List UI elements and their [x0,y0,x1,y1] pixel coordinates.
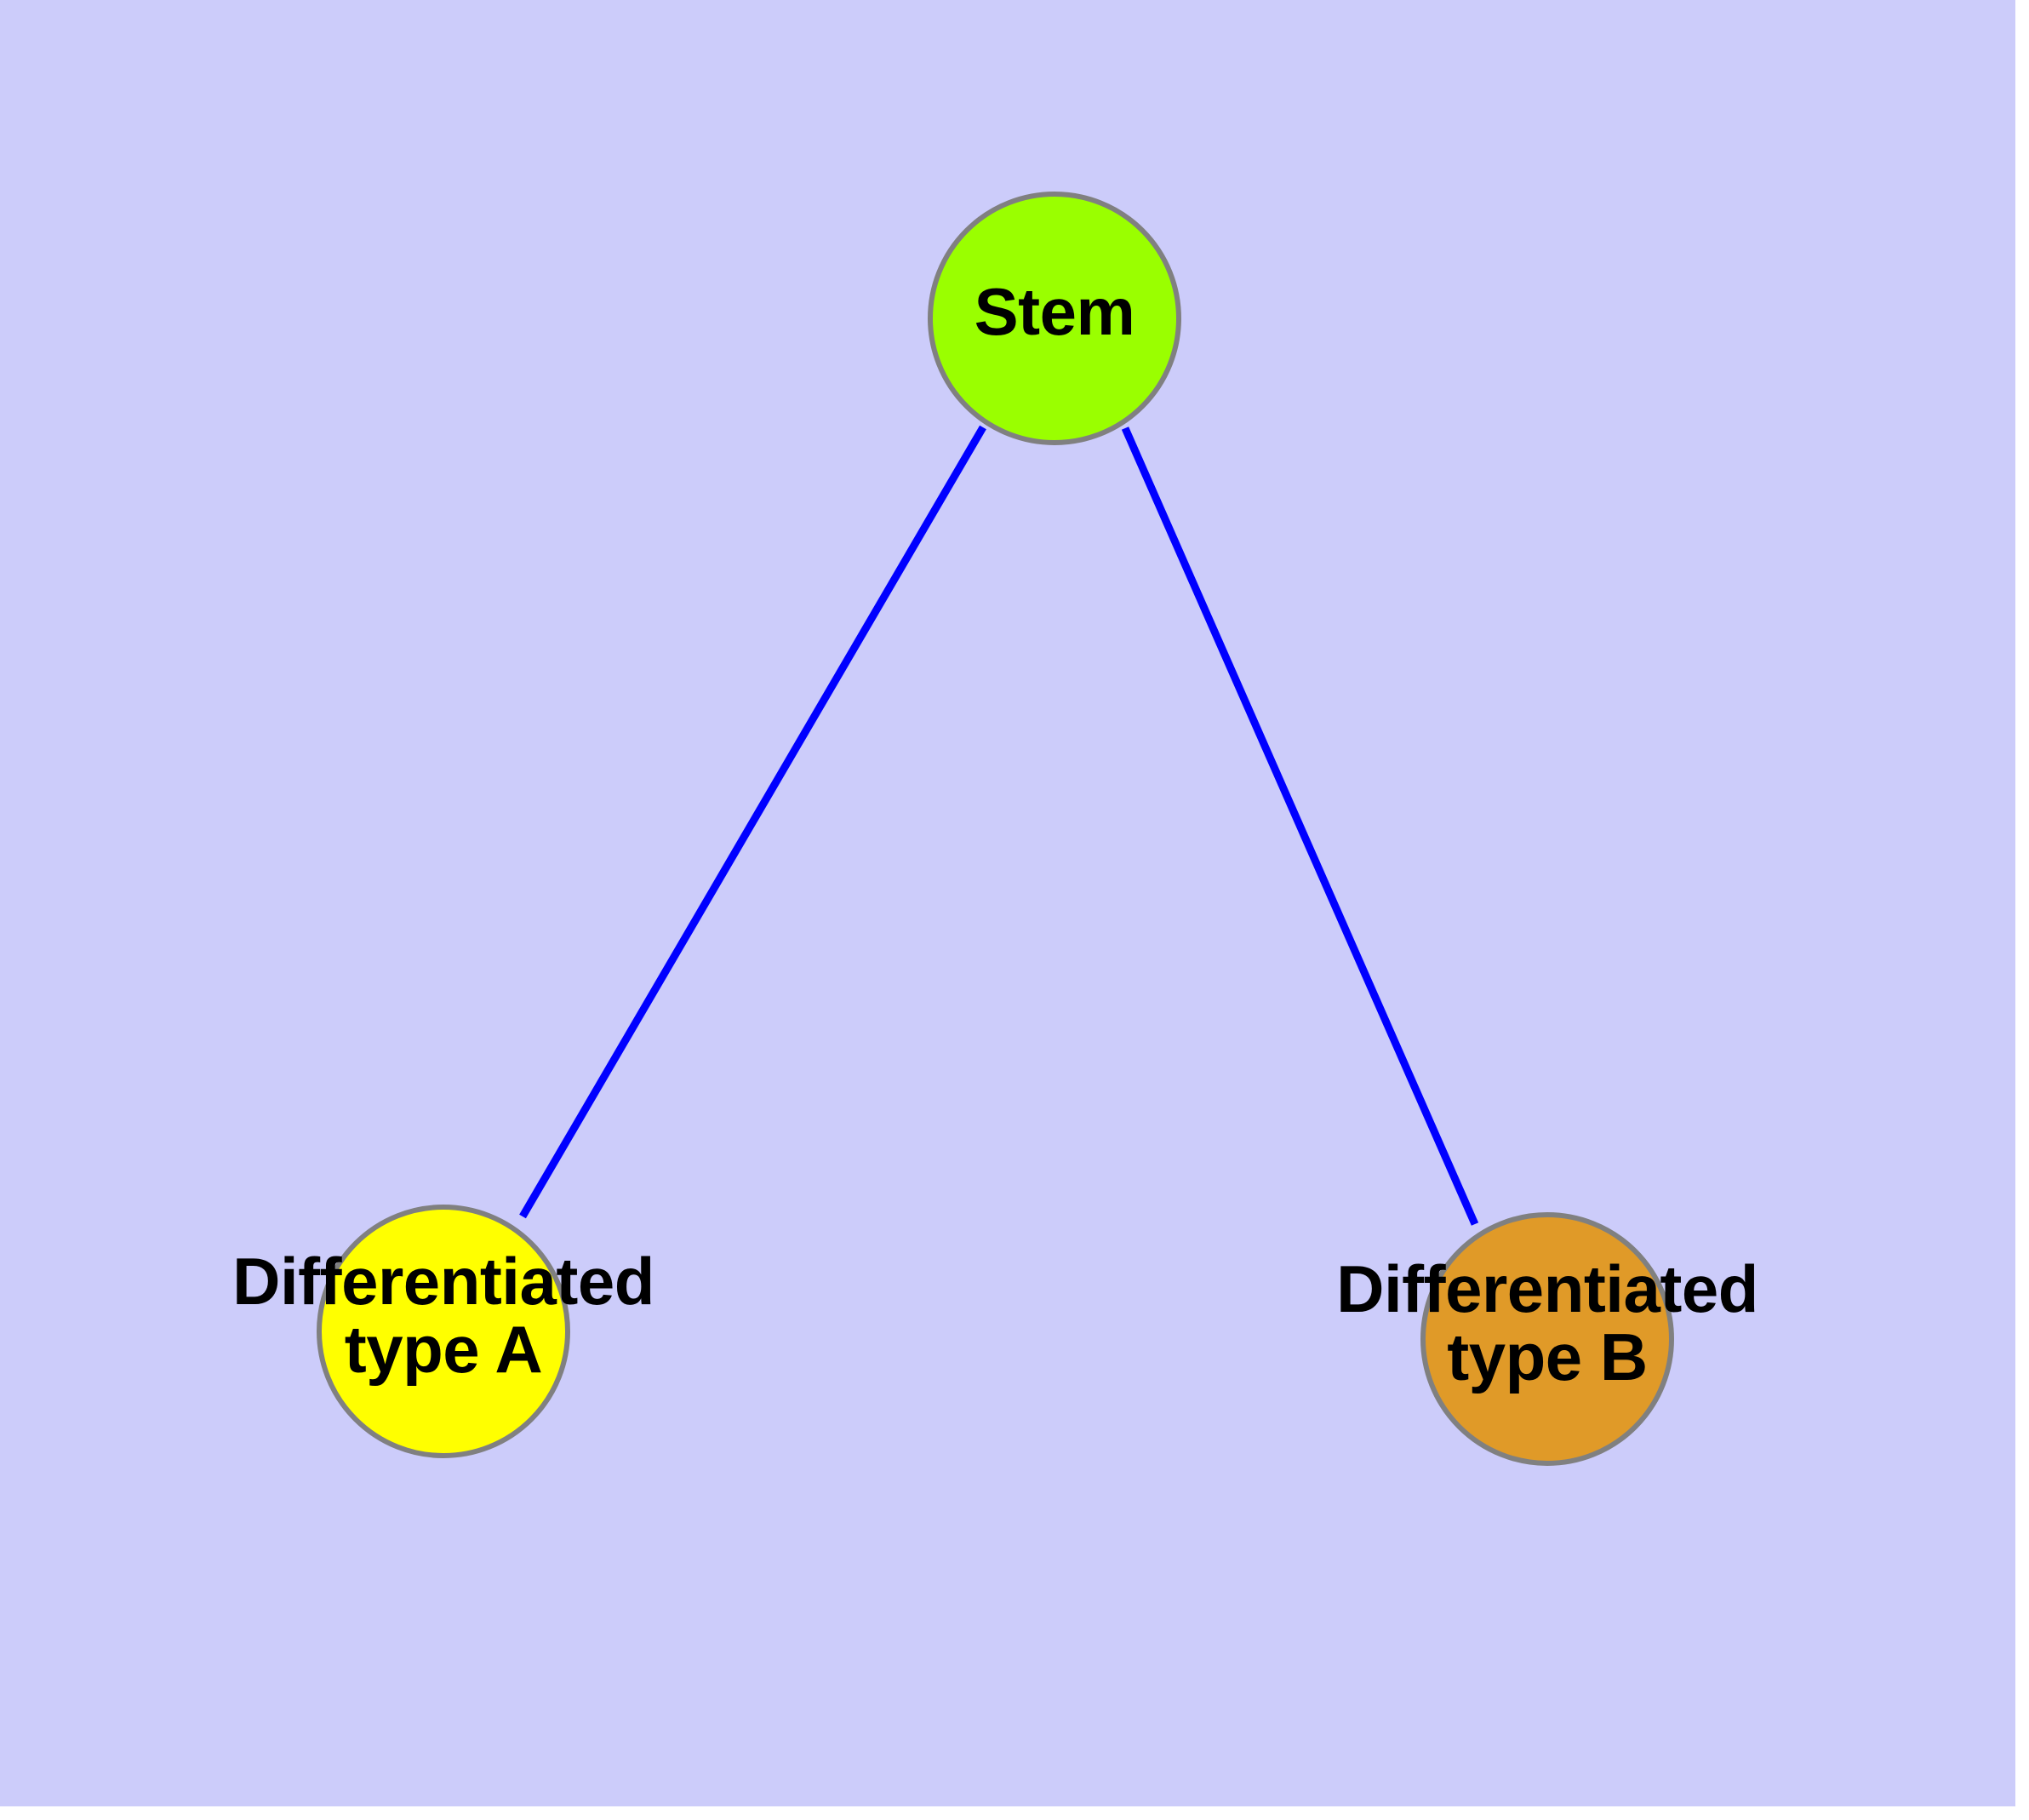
node-differentiated-type-a[interactable] [317,1205,570,1458]
edge-stem-to-type-b [1121,426,1479,1226]
node-differentiated-type-b[interactable] [1420,1212,1674,1466]
edge-stem-to-type-a [519,425,986,1219]
node-stem[interactable] [928,192,1181,445]
